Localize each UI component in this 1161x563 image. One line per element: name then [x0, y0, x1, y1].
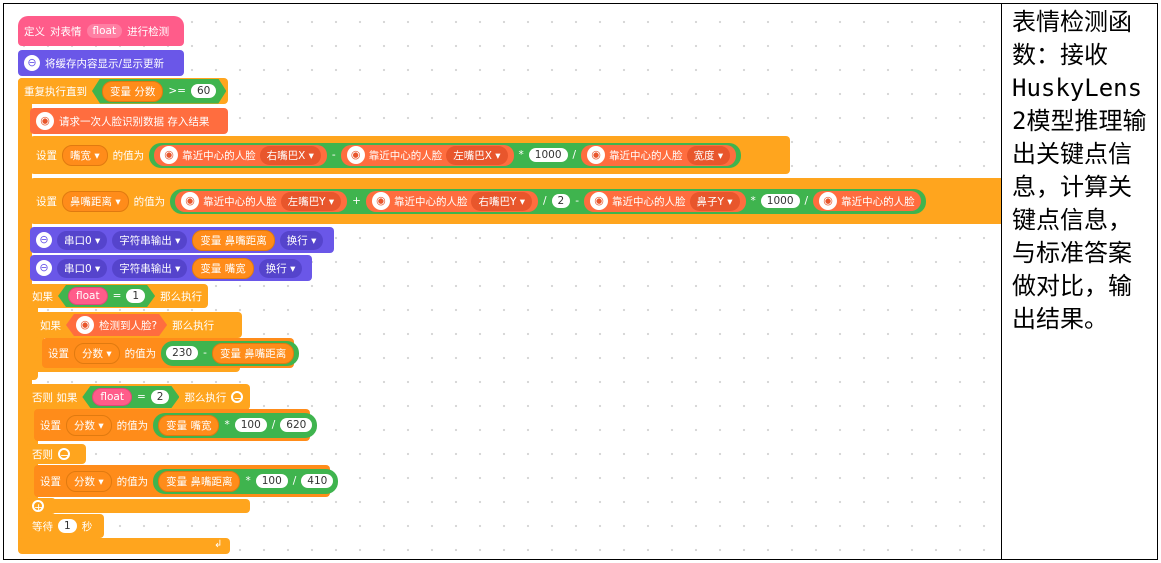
- var-dropdown[interactable]: 嘴宽 ▾: [62, 144, 108, 166]
- repeat-label: 重复执行直到: [24, 85, 87, 98]
- if-label: 如果: [32, 290, 53, 303]
- else-label: 否则: [32, 448, 53, 461]
- request-face-block[interactable]: ◉ 请求一次人脸识别数据 存入结果: [30, 108, 228, 134]
- face-reporter-a[interactable]: ◉靠近中心的人脸左嘴巴Y ▾: [175, 190, 348, 212]
- wait-block[interactable]: 等待 1 秒: [26, 514, 104, 538]
- float-var[interactable]: float: [92, 388, 132, 406]
- block-canvas[interactable]: 定义 对表情 float 进行检测 ⊖ 将缓存内容显示/显示更新 重复执行直到 …: [4, 4, 1001, 559]
- score1-expression[interactable]: 230 - 变量 鼻嘴距离: [161, 340, 300, 366]
- repeat-until-block[interactable]: 重复执行直到 变量 分数 >= 60: [18, 78, 228, 104]
- extension-icon: ⊖: [36, 232, 52, 248]
- mul-num[interactable]: 1000: [528, 148, 568, 162]
- define-block[interactable]: 定义 对表情 float 进行检测: [18, 16, 184, 46]
- else-c-bottom: [26, 499, 250, 513]
- set-score-block-1[interactable]: 设置 分数 ▾ 的值为 230 - 变量 鼻嘴距离: [42, 338, 300, 368]
- face-condition[interactable]: ◉ 检测到人脸?: [66, 314, 167, 336]
- var-dropdown[interactable]: 鼻嘴距离 ▾: [62, 190, 129, 212]
- if-face-detected-block[interactable]: 如果 ◉ 检测到人脸? 那么执行: [34, 312, 242, 338]
- face-reporter-c[interactable]: ◉靠近中心的人脸宽度 ▾: [581, 144, 737, 166]
- minus-icon[interactable]: −: [58, 448, 70, 462]
- mouth-expression[interactable]: ◉靠近中心的人脸右嘴巴X ▾ - ◉靠近中心的人脸左嘴巴X ▾ * 1000 /…: [149, 142, 742, 168]
- wait-unit: 秒: [81, 520, 93, 533]
- port-dropdown[interactable]: 串口0 ▾: [57, 230, 108, 250]
- loop-arrow-icon: ↲: [214, 539, 223, 550]
- outer-frame: [3, 3, 1158, 560]
- extension-icon: ⊖: [36, 260, 52, 276]
- serial-print-block-2[interactable]: ⊖ 串口0 ▾ 字符串输出 ▾ 变量 嘴宽 换行 ▾: [30, 255, 312, 281]
- float-var[interactable]: float: [68, 287, 108, 305]
- then-label: 那么执行: [184, 391, 227, 404]
- repeat-c-bottom: [18, 538, 230, 554]
- elif-condition[interactable]: float = 2: [82, 386, 179, 408]
- if-face-c-block: [34, 313, 44, 371]
- minus-icon[interactable]: −: [231, 391, 244, 405]
- add-branch-block[interactable]: +: [26, 498, 56, 514]
- var-dropdown[interactable]: 分数 ▾: [66, 414, 112, 436]
- face-reporter-d[interactable]: ◉靠近中心的人脸: [813, 191, 921, 211]
- mode-dropdown[interactable]: 字符串输出 ▾: [112, 258, 188, 278]
- value-of-label: 的值为: [133, 195, 166, 208]
- score3-expression[interactable]: 变量 鼻嘴距离 * 100 / 410: [153, 468, 339, 494]
- if1-condition[interactable]: float = 1: [58, 285, 155, 307]
- huskylens-icon: ◉: [36, 112, 54, 130]
- face-reporter-b[interactable]: ◉靠近中心的人脸右嘴巴Y ▾: [365, 190, 538, 212]
- serial-print-block-1[interactable]: ⊖ 串口0 ▾ 字符串输出 ▾ 变量 鼻嘴距离 换行 ▾: [30, 227, 334, 253]
- repeat-op: >=: [168, 85, 186, 97]
- set-score-block-2[interactable]: 设置 分数 ▾ 的值为 变量 嘴宽 * 100 / 620: [34, 409, 318, 441]
- wait-num[interactable]: 1: [58, 519, 77, 533]
- set-label: 设置: [36, 195, 57, 208]
- set-nose-mouth-block[interactable]: 设置 鼻嘴距离 ▾ 的值为 ◉靠近中心的人脸左嘴巴Y ▾ + ◉靠近中心的人脸右…: [30, 178, 1001, 224]
- face-reporter-a[interactable]: ◉靠近中心的人脸右嘴巴X ▾: [154, 144, 327, 166]
- then-label: 那么执行: [160, 290, 203, 303]
- serial-var[interactable]: 变量 嘴宽: [192, 257, 254, 279]
- value-of-label: 的值为: [112, 149, 145, 162]
- cache-label: 将缓存内容显示/显示更新: [45, 57, 165, 70]
- define-label: 定义: [24, 25, 45, 38]
- serial-var[interactable]: 变量 鼻嘴距离: [192, 229, 275, 251]
- column-divider: [1001, 3, 1002, 560]
- plus-icon[interactable]: +: [32, 500, 44, 514]
- newline-dropdown[interactable]: 换行 ▾: [279, 230, 324, 250]
- div-num[interactable]: 2: [551, 194, 571, 208]
- mode-dropdown[interactable]: 字符串输出 ▾: [112, 230, 188, 250]
- else-block[interactable]: 否则 −: [26, 444, 86, 464]
- face-reporter-c[interactable]: ◉靠近中心的人脸鼻子Y ▾: [584, 190, 746, 212]
- set-mouth-width-block[interactable]: 设置 嘴宽 ▾ 的值为 ◉靠近中心的人脸右嘴巴X ▾ - ◉靠近中心的人脸左嘴巴…: [30, 136, 790, 174]
- port-dropdown[interactable]: 串口0 ▾: [57, 258, 108, 278]
- if-float-1-block[interactable]: 如果 float = 1 那么执行: [26, 284, 208, 308]
- wait-label: 等待: [32, 520, 53, 533]
- define-fn-name: 对表情: [50, 25, 82, 38]
- var-dropdown[interactable]: 分数 ▾: [66, 470, 112, 492]
- repeat-num[interactable]: 60: [191, 84, 216, 98]
- elif-label: 否则 如果: [32, 391, 78, 404]
- nose-expression[interactable]: ◉靠近中心的人脸左嘴巴Y ▾ + ◉靠近中心的人脸右嘴巴Y ▾ / 2 - ◉靠…: [170, 188, 926, 214]
- then-label: 那么执行: [172, 319, 215, 332]
- repeat-condition[interactable]: 变量 分数 >= 60: [92, 79, 226, 104]
- define-param[interactable]: float: [86, 24, 123, 38]
- else-if-float-2-block[interactable]: 否则 如果 float = 2 那么执行 −: [26, 384, 250, 410]
- request-label: 请求一次人脸识别数据 存入结果: [59, 115, 210, 128]
- if1-num[interactable]: 1: [126, 289, 145, 303]
- extension-icon: ⊖: [24, 55, 40, 71]
- set-score-block-3[interactable]: 设置 分数 ▾ 的值为 变量 鼻嘴距离 * 100 / 410: [34, 465, 339, 497]
- repeat-var[interactable]: 变量 分数: [102, 81, 163, 102]
- newline-dropdown[interactable]: 换行 ▾: [258, 258, 303, 278]
- description-text: 表情检测函数：接收HuskyLens 2模型推理输出关键点信息，计算关键点信息，…: [1012, 8, 1157, 333]
- set-label: 设置: [36, 149, 57, 162]
- define-suffix: 进行检测: [127, 25, 170, 38]
- if-label: 如果: [40, 319, 61, 332]
- mul-num[interactable]: 1000: [760, 194, 800, 208]
- face-reporter-b[interactable]: ◉靠近中心的人脸左嘴巴X ▾: [340, 144, 514, 166]
- score2-expression[interactable]: 变量 嘴宽 * 100 / 620: [153, 412, 318, 438]
- cache-block[interactable]: ⊖ 将缓存内容显示/显示更新: [18, 50, 184, 76]
- var-dropdown[interactable]: 分数 ▾: [74, 342, 120, 364]
